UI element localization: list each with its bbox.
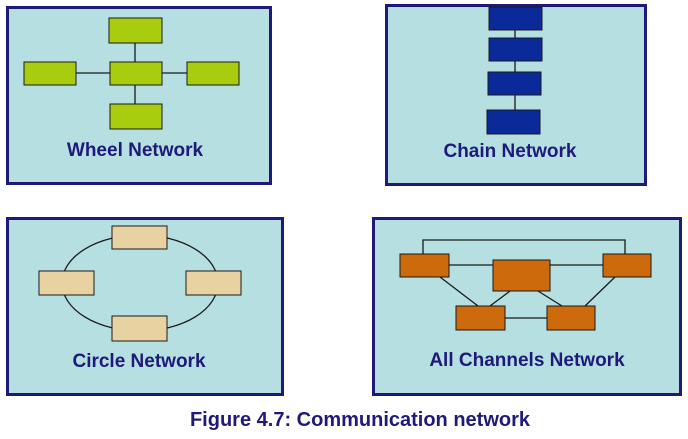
circle-node-top [111, 225, 168, 250]
chain-node-4 [486, 109, 541, 135]
all-channels-edge-right-bottomright [584, 276, 616, 307]
all-channels-panel-box [372, 217, 682, 396]
chain-network-label: Chain Network [443, 141, 576, 162]
wheel-node-right [186, 61, 240, 86]
all-channels-node-bottom-left [455, 305, 506, 331]
chain-network-panel: Chain Network [385, 4, 647, 186]
all-channels-edge-center-bottomright [537, 290, 563, 307]
all-channels-edge-center-bottomleft [489, 290, 511, 307]
all-channels-node-bottom-right [546, 305, 596, 331]
wheel-node-top [108, 17, 163, 44]
chain-node-1 [488, 6, 543, 31]
circle-network-panel: Circle Network [6, 217, 284, 396]
chain-node-2 [488, 37, 543, 62]
all-channels-edge-top-arc [422, 239, 626, 254]
all-channels-network-panel: All Channels Network [372, 217, 682, 396]
all-channels-network-label: All Channels Network [429, 350, 625, 371]
chain-node-3 [487, 71, 542, 96]
all-channels-node-left [399, 253, 450, 278]
circle-network-label: Circle Network [72, 351, 205, 372]
circle-node-bottom [111, 315, 168, 342]
circle-node-right [185, 270, 242, 296]
circle-node-left [38, 270, 95, 296]
wheel-node-bottom [109, 103, 163, 130]
all-channels-edge-left-bottomleft [439, 276, 479, 307]
wheel-network-panel: Wheel Network [6, 6, 272, 185]
all-channels-node-center [492, 259, 551, 292]
wheel-node-left [23, 61, 77, 86]
wheel-node-hub [109, 61, 163, 86]
wheel-network-label: Wheel Network [67, 140, 204, 161]
figure-caption: Figure 4.7: Communication network [190, 409, 531, 431]
all-channels-node-right [602, 253, 652, 278]
